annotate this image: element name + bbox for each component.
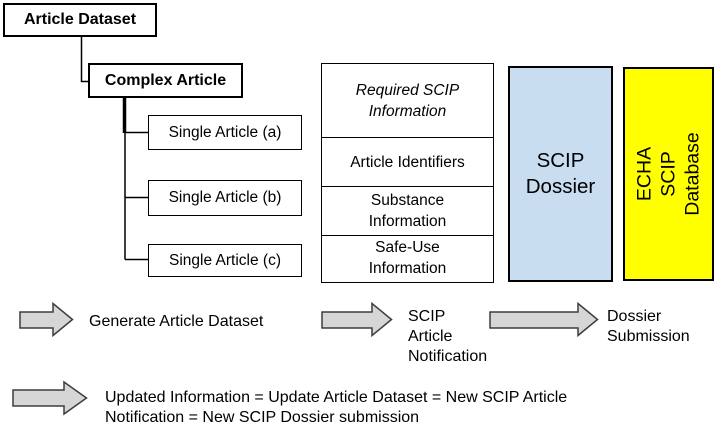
- single-article-b-box: Single Article (b): [148, 180, 302, 216]
- block-arrow-right-icon-update: [12, 380, 88, 416]
- substance-information-label: Substance Information: [368, 191, 447, 230]
- article-dataset-box: Article Dataset: [3, 3, 157, 37]
- block-arrow-right-icon-step1: [19, 301, 74, 338]
- dossier-submission-label: Dossier Submission: [607, 308, 690, 345]
- article-dataset-label: Article Dataset: [23, 11, 137, 28]
- article-identifiers-label: Article Identifiers: [350, 153, 465, 171]
- scip-dossier-label: SCIP Dossier: [525, 149, 596, 198]
- single-article-a-box: Single Article (a): [148, 115, 302, 150]
- echa-scip-database-box: ECHA SCIP Database: [623, 67, 714, 281]
- complex-article-label: Complex Article: [104, 71, 227, 89]
- update-note-text: Updated Information = Update Article Dat…: [105, 389, 568, 426]
- single-article-b-label: Single Article (b): [168, 189, 282, 206]
- table-header-row: Required SCIP Information: [322, 64, 493, 137]
- generate-article-dataset-label: Generate Article Dataset: [89, 313, 264, 330]
- table-header-label: Required SCIP Information: [355, 81, 460, 120]
- echa-scip-database-label: ECHA SCIP Database: [633, 132, 704, 216]
- required-scip-info-table: Required SCIP Information Article Identi…: [321, 63, 494, 283]
- single-article-c-box: Single Article (c): [148, 244, 302, 277]
- block-arrow-right-icon-step2: [321, 301, 393, 338]
- table-row: Substance Information: [322, 186, 493, 235]
- safe-use-information-label: Safe-Use Information: [368, 239, 447, 277]
- scip-article-notification-label: SCIP Article Notification: [408, 308, 488, 365]
- table-row: Article Identifiers: [322, 137, 493, 186]
- complex-article-box: Complex Article: [88, 63, 243, 98]
- tree-connector-root-child: [80, 37, 88, 83]
- scip-dossier-box: SCIP Dossier: [508, 66, 613, 282]
- single-article-c-label: Single Article (c): [169, 251, 281, 269]
- block-arrow-right-icon-step3: [489, 301, 599, 338]
- single-article-a-label: Single Article (a): [168, 123, 282, 141]
- table-row: Safe-Use Information: [322, 234, 493, 281]
